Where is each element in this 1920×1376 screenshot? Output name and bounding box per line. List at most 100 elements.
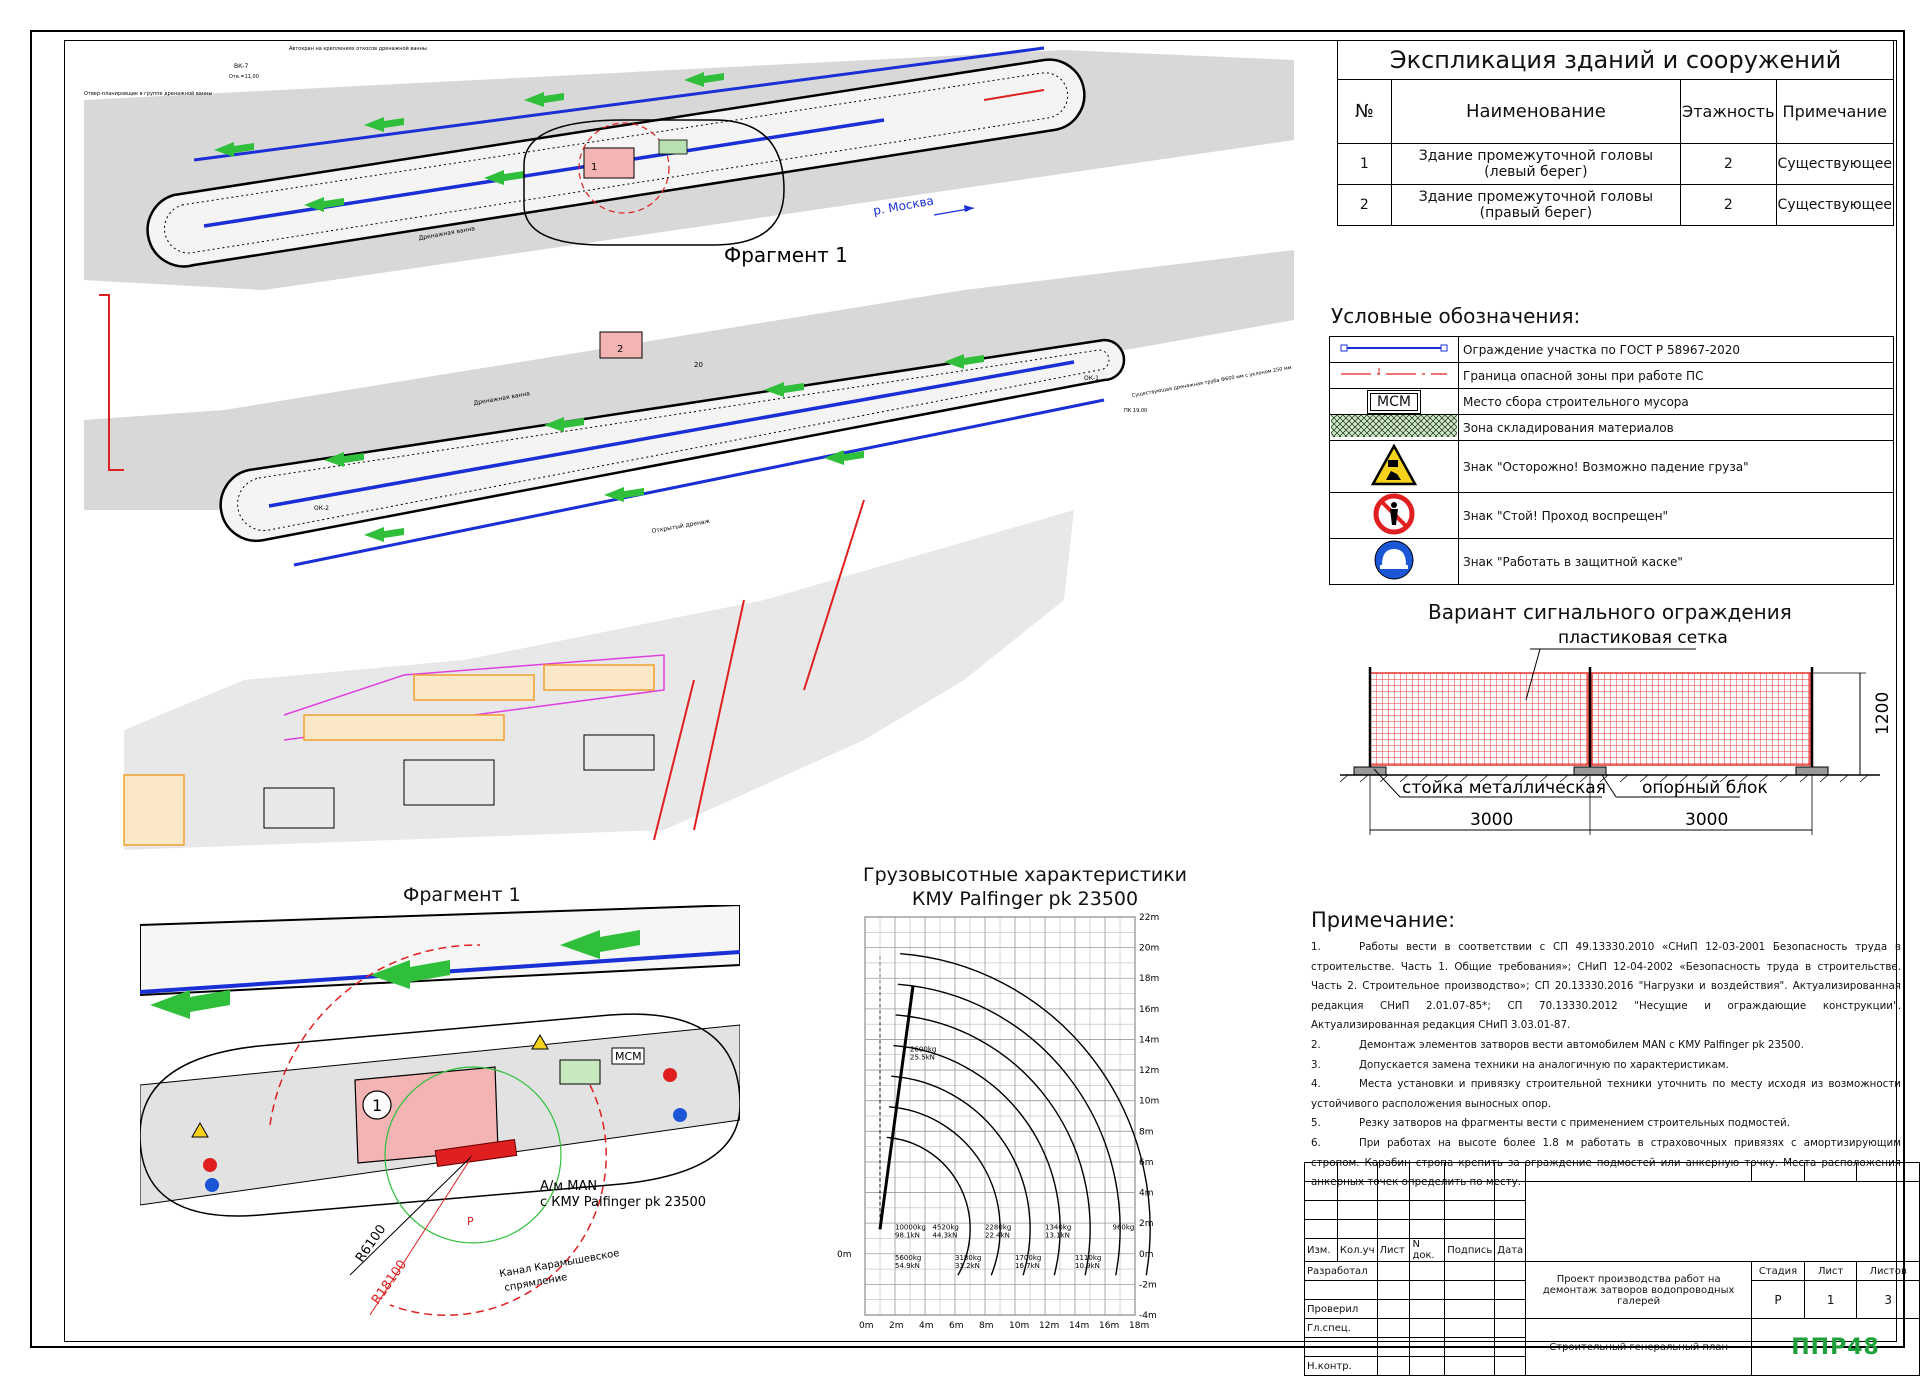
label-avto: Автокран на креплениях откосов дренажной…: [289, 45, 427, 52]
tb-sheets: 3: [1856, 1280, 1920, 1319]
post-label: стойка металлическая: [1402, 778, 1606, 798]
tb-project: Проект производства работ на демонтаж за…: [1525, 1261, 1753, 1319]
warning-triangle-icon: [1370, 443, 1418, 486]
explication-row-floors: 2: [1680, 184, 1777, 226]
load-chart-title-line2: КМУ Palfinger pk 23500: [911, 888, 1139, 910]
force-label: 98.1kN: [895, 1231, 920, 1239]
msm-box-icon: МСМ: [1367, 389, 1421, 414]
p-label: P: [467, 1215, 474, 1228]
fragment-1-label: Фрагмент 1: [724, 243, 848, 267]
list-item: 3.Допускается замена техники на аналогич…: [1311, 1056, 1901, 1076]
explication-row-n: 2: [1337, 184, 1392, 226]
tb-col-header: Подпись: [1444, 1238, 1496, 1262]
tb-drawing-title: Строительный генеральный план: [1525, 1318, 1753, 1376]
force-label: 54.9kN: [895, 1262, 920, 1270]
legend-label: Место сбора строительного мусора: [1458, 388, 1894, 415]
tb-role: Проверил: [1304, 1299, 1378, 1319]
y-zero-label: 0m: [837, 1250, 852, 1260]
y-tick-label: -4m: [1139, 1311, 1157, 1321]
legend-symbol-stop: [1329, 492, 1459, 539]
fence-variant-drawing: пластиковая сетка 1200 стойка металличес…: [1340, 628, 1893, 835]
load-label: 1700kg: [1015, 1254, 1041, 1262]
legend-symbol-fence: [1329, 336, 1459, 363]
force-label: 22.4kN: [985, 1231, 1010, 1239]
load-label: 1110kg: [1075, 1254, 1101, 1262]
y-tick-label: 12m: [1139, 1066, 1159, 1076]
fragment-detail-plan: 1 МСМ А/м MAN с КМУ Palfinger pk 23500 R…: [140, 905, 740, 1316]
legend-symbol-danger: [1329, 362, 1459, 389]
label-open-drain: Открытый дренаж: [651, 518, 711, 535]
tb-role: [1304, 1280, 1378, 1300]
y-tick-label: 6m: [1139, 1158, 1154, 1168]
load-chart-arcs: [878, 953, 1151, 1276]
y-tick-label: 2m: [1139, 1219, 1154, 1229]
crane-radius-red: [269, 944, 481, 1126]
legend-row: Знак "Осторожно! Возможно падение груза": [1329, 440, 1894, 493]
note-text: Допускается замена техники на аналогичну…: [1359, 1058, 1729, 1071]
y-tick-label: 8m: [1139, 1127, 1154, 1137]
tb-col-header: Лист: [1376, 1238, 1411, 1262]
tb-role: Гл.спец.: [1304, 1318, 1378, 1338]
x-tick-label: 18m: [1129, 1321, 1149, 1331]
crane-radius-red-2: [389, 1084, 607, 1316]
tb-role: [1304, 1337, 1378, 1357]
note-number: 1.: [1311, 941, 1321, 953]
fragment-msm-box: [611, 1047, 645, 1065]
explication-header-name: Наименование: [1390, 79, 1682, 144]
load-label: 1340kg: [1045, 1223, 1071, 1231]
post-leader: [1373, 768, 1401, 798]
fragment-storage-zone: [559, 1059, 601, 1085]
explication-row-n: 1: [1337, 143, 1392, 185]
radius-label-1: R6100: [353, 1222, 389, 1265]
radius-line-1: [349, 1154, 474, 1276]
legend-label: Знак "Стой! Проход воспрещен": [1458, 492, 1894, 539]
note-text: Работы вести в соответствии с СП 49.1333…: [1311, 941, 1901, 1032]
tb-col-header: Кол.уч: [1336, 1238, 1378, 1262]
x-tick-label: 16m: [1099, 1321, 1119, 1331]
mesh-label: пластиковая сетка: [1558, 628, 1728, 648]
building-1-number: 1: [591, 162, 597, 173]
y-tick-label: 16m: [1139, 1005, 1159, 1015]
load-chart-title: Грузовысотные характеристики КМУ Palfing…: [860, 863, 1190, 911]
label-pk: ПК 19,00: [1124, 408, 1147, 414]
block-label: опорный блок: [1642, 778, 1768, 798]
load-label: 2600kg: [910, 1046, 936, 1054]
building-2: [599, 331, 643, 359]
x-tick-label: 10m: [1009, 1321, 1029, 1331]
legend-label: Знак "Работать в защитной каске": [1458, 538, 1894, 585]
reach-arc: [886, 1136, 971, 1276]
danger-zone-boundary: [99, 89, 1045, 841]
legend-row: Знак "Работать в защитной каске": [1329, 538, 1894, 585]
site-plan: Фрагмент 1 р. Москва 1 2 Дренажная ванна…: [84, 45, 1294, 850]
x-tick-label: 12m: [1039, 1321, 1059, 1331]
legend-label: Граница опасной зоны при работе ПС: [1458, 362, 1894, 389]
y-tick-label: -2m: [1139, 1280, 1157, 1290]
fragment-msm-label: МСМ: [615, 1050, 642, 1063]
tb-col-header: Дата: [1494, 1238, 1527, 1262]
explication-row-name: Здание промежуточной головы (правый бере…: [1390, 184, 1682, 226]
warning-triangle-icon-2: [531, 1033, 549, 1050]
list-item: 5.Резку затворов на фрагменты вести с пр…: [1311, 1114, 1901, 1134]
fragment-building-number: 1: [372, 1096, 382, 1115]
crane-radius-green: [384, 1066, 562, 1244]
helmet-sign-icon: [205, 1178, 219, 1192]
fragment-arrows: [150, 930, 640, 1019]
y-tick-label: 14m: [1139, 1035, 1159, 1045]
note-text: Места установки и привязку строительной …: [1311, 1078, 1901, 1110]
span-2-label: 3000: [1685, 810, 1728, 830]
tb-sheet-header: Лист: [1803, 1261, 1858, 1281]
block-leader: [1601, 774, 1617, 798]
label-plan: Отвер-планировщик в группе дренажной ван…: [84, 90, 212, 97]
y-tick-label: 4m: [1139, 1189, 1154, 1199]
stop-sign-icon-2: [663, 1068, 677, 1082]
helmet-sign-icon-2: [673, 1108, 687, 1122]
explication-header-n: №: [1337, 79, 1392, 144]
legend-row: Зона складирования материалов: [1329, 414, 1894, 441]
truck-label-2: с КМУ Palfinger pk 23500: [540, 1195, 706, 1210]
load-label: 10000kg: [895, 1223, 926, 1231]
x-tick-label: 6m: [949, 1321, 964, 1331]
label-ok2: ОК-2: [314, 505, 329, 512]
fragment-1-outline: [523, 119, 785, 246]
